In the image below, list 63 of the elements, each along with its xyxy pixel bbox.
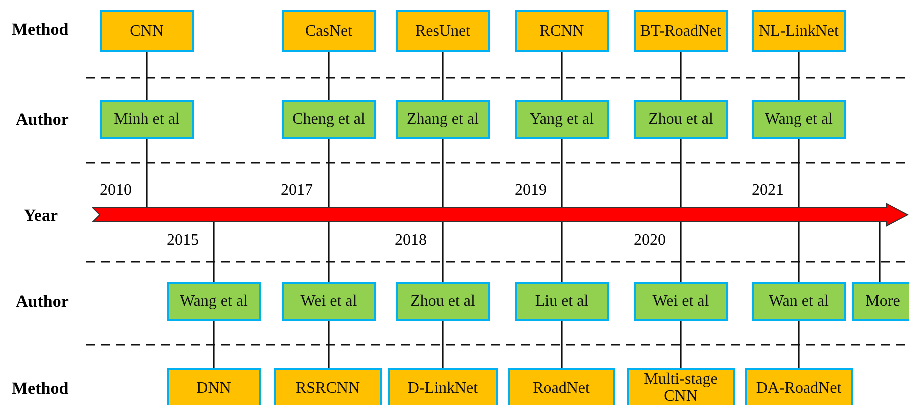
method-box: RSRCNN [274,368,382,405]
author-box: Yang et al [515,100,609,139]
year-label: 2018 [395,232,427,250]
connector-line [442,139,444,208]
author-box: Zhou et al [634,100,728,139]
connector-line [561,52,563,100]
connector-line [680,139,682,208]
author-box: Wang et al [167,282,261,321]
author-box: Wei et al [282,282,376,321]
connector-line [680,52,682,100]
connector-line [798,222,800,282]
connector-line [328,139,330,208]
connector-line [442,52,444,100]
author-box: Wei et al [634,282,728,321]
year-label: 2017 [281,182,313,200]
row-label: Year [24,206,58,226]
connector-line [798,321,800,368]
connector-line [213,222,215,282]
connector-line [146,52,148,100]
connector-line [561,222,563,282]
row-label: Method [12,20,69,40]
author-box: Minh et al [100,100,194,139]
author-box: Zhou et al [396,282,490,321]
method-box: ResUnet [396,10,490,52]
author-box: Wan et al [752,282,846,321]
method-box: Multi-stage CNN [627,368,735,405]
row-label: Author [16,292,69,312]
author-box: Wang et al [752,100,846,139]
year-label: 2020 [634,232,666,250]
timeline-arrow [92,203,909,227]
author-box: More [852,282,909,321]
connector-line [146,139,148,208]
connector-line [442,222,444,282]
author-box: Liu et al [515,282,609,321]
connector-line [213,321,215,368]
method-box: CNN [100,10,194,52]
connector-line [328,222,330,282]
method-box: BT-RoadNet [634,10,728,52]
year-label: 2019 [515,182,547,200]
connector-line [561,321,563,368]
connector-line [442,321,444,368]
row-label: Method [12,379,69,399]
method-box: RCNN [515,10,609,52]
connector-line [798,52,800,100]
year-label: 2021 [752,182,784,200]
method-box: DNN [167,368,261,405]
connector-line [680,222,682,282]
method-box: CasNet [282,10,376,52]
author-box: Zhang et al [396,100,490,139]
method-box: DA-RoadNet [745,368,853,405]
connector-line [328,321,330,368]
method-box: RoadNet [508,368,615,405]
method-box: NL-LinkNet [752,10,846,52]
connector-line [798,139,800,208]
author-box: Cheng et al [282,100,376,139]
year-label: 2010 [100,182,132,200]
connector-line [879,222,881,282]
connector-line [561,139,563,208]
connector-line [328,52,330,100]
row-label: Author [16,110,69,130]
connector-line [680,321,682,368]
year-label: 2015 [167,232,199,250]
method-box: D-LinkNet [388,368,498,405]
